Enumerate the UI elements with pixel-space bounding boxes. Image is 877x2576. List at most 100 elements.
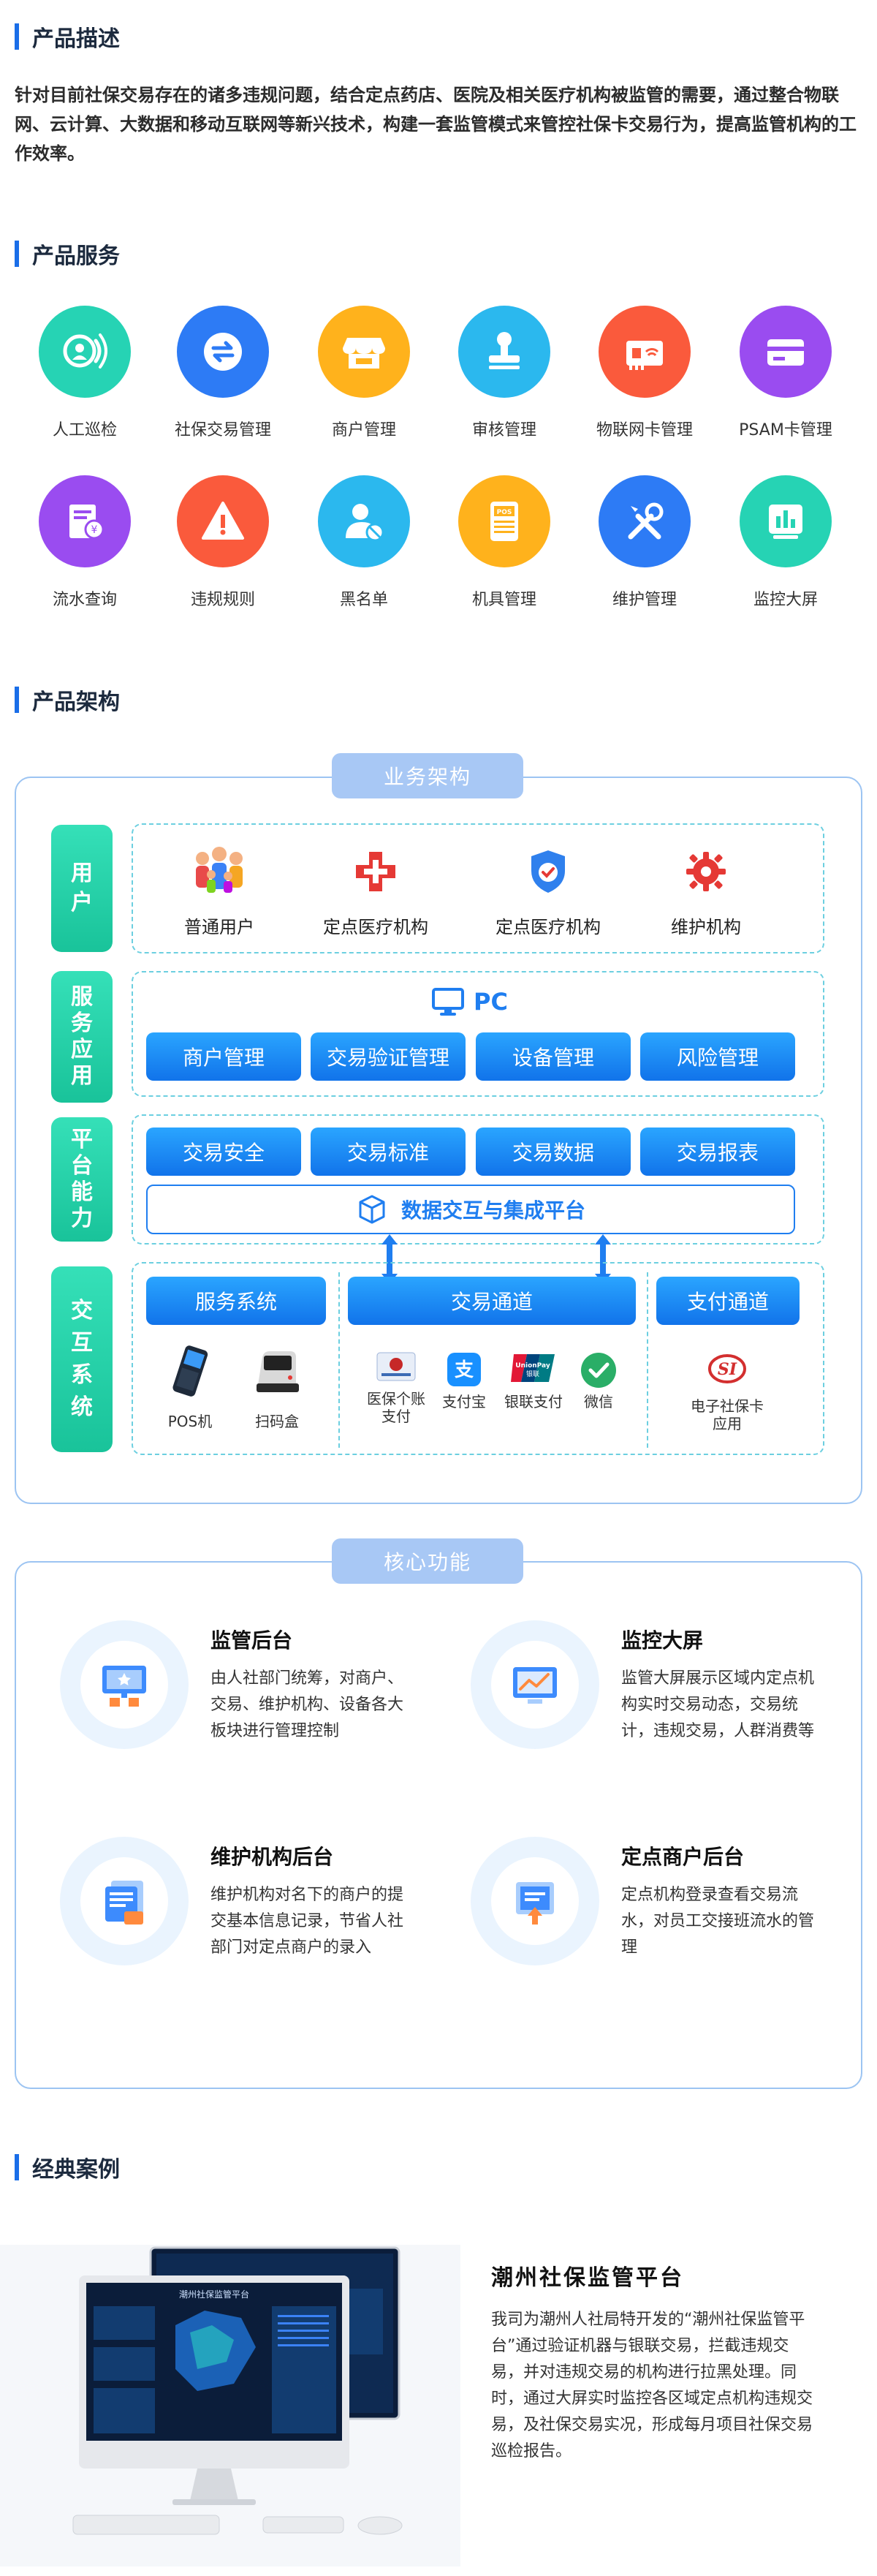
trend-screen-icon (513, 1667, 557, 1704)
service-item-trade[interactable]: 社保交易管理 (153, 306, 292, 440)
payment-alipay: 支 支付宝 (438, 1351, 490, 1410)
unionpay-cn-text: 银联 (526, 1370, 539, 1378)
divider (647, 1272, 648, 1448)
feature-monitor-screen[interactable]: 监控大屏 监管大屏展示区域内定点机构实时交易动态，交易统计，违规交易，人群消费等 (433, 1598, 842, 1759)
pos-screen-text: POS (497, 509, 512, 516)
layer-label-platform: 平台能力 (51, 1117, 113, 1242)
service-item-psam[interactable]: PSAM卡管理 (716, 306, 855, 440)
service-item-rules[interactable]: 违规规则 (153, 475, 292, 610)
service-item-audit[interactable]: 审核管理 (435, 306, 574, 440)
layer-char: 务 (71, 1011, 93, 1036)
imac-screens-icon: 潮州社保监管平台 (72, 2246, 403, 2535)
payment-medical-account: 医保个账 支付 (367, 1351, 425, 1425)
service-btn-device[interactable]: 设备管理 (476, 1032, 631, 1081)
service-item-merchant[interactable]: 商户管理 (295, 306, 433, 440)
layer-char: 用 (71, 861, 93, 886)
user-item-maintain: 维护机构 (633, 841, 779, 938)
feature-supervision-backend[interactable]: 监管后台 由人社部门统筹，对商户、交易、维护机构、设备各大板块进行管理控制 (22, 1598, 431, 1759)
service-label: 机具管理 (471, 591, 536, 609)
feature-icon-bg (471, 1620, 599, 1749)
layer-char: 交 (71, 1298, 93, 1323)
pay-channel-button[interactable]: 支付通道 (656, 1277, 800, 1325)
service-btn-risk[interactable]: 风险管理 (640, 1032, 795, 1081)
unionpay-logo-text: UnionPay (515, 1362, 550, 1370)
user-label: 定点医疗机构 (496, 917, 601, 937)
service-item-screen[interactable]: 监控大屏 (716, 475, 855, 610)
payment-label-line1: 医保个账 (367, 1390, 425, 1408)
section-title-architecture: 产品架构 (15, 685, 120, 715)
service-label: 流水查询 (52, 591, 117, 609)
payment-label-line1: 电子社保卡 (691, 1397, 764, 1415)
layer-char: 服 (71, 984, 93, 1010)
feature-title: 监管后台 (210, 1628, 293, 1653)
service-label: 商户管理 (331, 421, 396, 439)
payment-label-line2: 支付 (381, 1408, 411, 1425)
divider (338, 1272, 340, 1448)
feature-desc: 由人社部门统筹，对商户、交易、维护机构、设备各大板块进行管理控制 (210, 1669, 404, 1740)
user-item-medical-1: 定点医疗机构 (303, 841, 449, 938)
service-item-inspection[interactable]: 人工巡检 (15, 306, 154, 440)
feature-icon-bg (60, 1620, 189, 1749)
tools-icon (599, 475, 691, 567)
layer-char: 系 (71, 1362, 93, 1388)
layer-label-user: 用户 (51, 825, 113, 952)
layer-label-interact: 交互系统 (51, 1266, 113, 1452)
feature-title: 定点商户后台 (621, 1845, 745, 1869)
layer-char: 户 (71, 890, 93, 915)
platform-btn-standard[interactable]: 交易标准 (311, 1128, 466, 1176)
upload-doc-icon (516, 1882, 554, 1925)
payment-label: 支付宝 (442, 1393, 486, 1410)
interact-panel (132, 1262, 824, 1455)
pc-header: PC (431, 987, 508, 1016)
case-title: 潮州社保监管平台 (491, 2265, 684, 2291)
payment-wechat: 微信 (573, 1351, 624, 1410)
trade-channel-button[interactable]: 交易通道 (348, 1277, 636, 1325)
user-label: 普通用户 (184, 917, 254, 937)
service-item-iot[interactable]: 物联网卡管理 (575, 306, 714, 440)
user-item-medical-2: 定点医疗机构 (475, 841, 621, 938)
service-btn-merchant[interactable]: 商户管理 (146, 1032, 301, 1081)
service-btn-verify[interactable]: 交易验证管理 (311, 1032, 466, 1081)
service-item-blacklist[interactable]: 黑名单 (295, 475, 433, 610)
payment-social-card: SI 电子社保卡 应用 (672, 1351, 782, 1432)
platform-btn-data[interactable]: 交易数据 (476, 1128, 631, 1176)
service-system-button[interactable]: 服务系统 (146, 1277, 326, 1325)
feature-icon-bg (60, 1837, 189, 1965)
service-label: 社保交易管理 (174, 421, 271, 439)
exchange-icon (177, 306, 269, 398)
service-item-device[interactable]: POS 机具管理 (435, 475, 574, 610)
section-title-description: 产品描述 (15, 22, 120, 52)
feature-title: 维护机构后台 (210, 1845, 334, 1869)
gear-icon (633, 841, 779, 902)
feature-merchant-backend[interactable]: 定点商户后台 定点机构登录查看交易流水，对员工交接班流水的管理 (433, 1815, 842, 1976)
inspection-icon (39, 306, 131, 398)
service-item-maintain[interactable]: 维护管理 (575, 475, 714, 610)
layer-char: 统 (71, 1394, 93, 1420)
layer-char: 应 (71, 1037, 93, 1062)
svg-text:支: 支 (455, 1359, 474, 1381)
cube-icon (359, 1195, 385, 1224)
section-title-case: 经典案例 (15, 2153, 120, 2183)
user-label: 定点医疗机构 (323, 917, 428, 937)
svg-text:SI: SI (718, 1360, 737, 1379)
integration-platform-bar[interactable]: 数据交互与集成平台 (146, 1185, 795, 1234)
service-item-flow[interactable]: ¥ 流水查询 (15, 475, 154, 610)
layer-label-service: 服务应用 (51, 971, 113, 1103)
device-label: POS机 (167, 1413, 213, 1430)
service-label: 监控大屏 (753, 591, 818, 609)
core-function-title: 核心功能 (332, 1538, 523, 1584)
feature-maintain-backend[interactable]: 维护机构后台 维护机构对名下的商户的提交基本信息记录，节省人社部门对定点商户的录… (22, 1815, 431, 1976)
user-item-general: 普通用户 (146, 841, 292, 938)
feature-title: 监控大屏 (621, 1628, 704, 1653)
monitor-icon (740, 475, 832, 567)
pc-icon (432, 988, 464, 1016)
service-label: 人工巡检 (52, 421, 117, 439)
payment-label: 微信 (584, 1393, 613, 1410)
documents-icon (105, 1881, 143, 1925)
layer-char: 力 (71, 1206, 93, 1231)
people-icon (146, 841, 292, 902)
platform-btn-security[interactable]: 交易安全 (146, 1128, 301, 1176)
social-security-logo-icon: SI (708, 1354, 746, 1383)
platform-btn-report[interactable]: 交易报表 (640, 1128, 795, 1176)
